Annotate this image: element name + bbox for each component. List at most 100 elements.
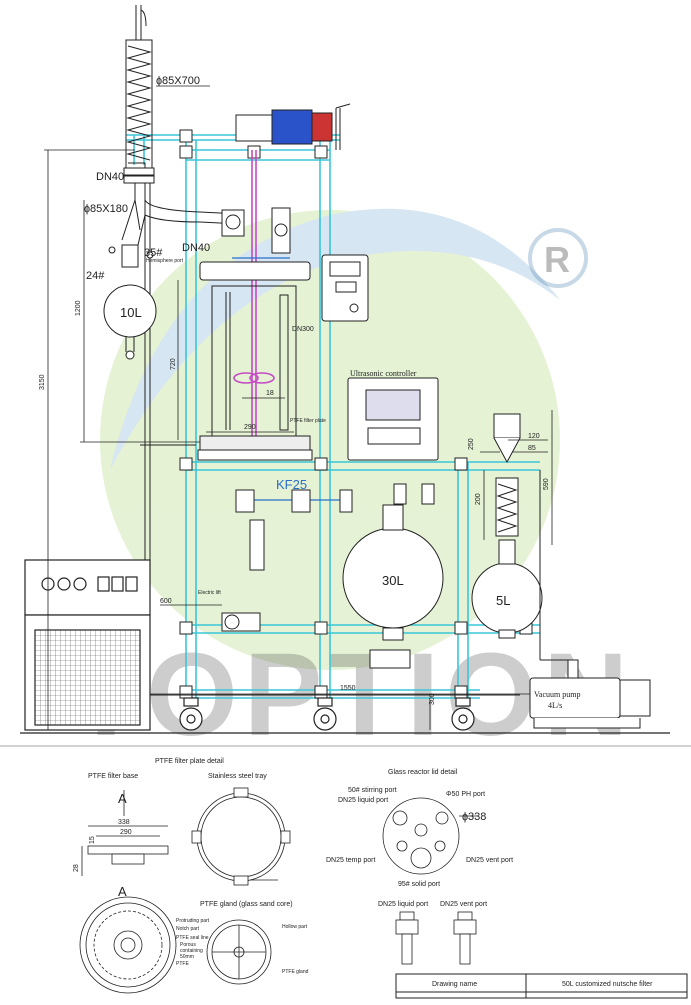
dim-15-label: 15: [89, 836, 96, 844]
dn25-vent-port-bottom-label: DN25 vent port: [440, 901, 487, 908]
chiller-dial: [57, 577, 71, 591]
frame-clamps: [179, 129, 533, 699]
receiving-flask-5l: [471, 413, 543, 639]
title-block: [395, 973, 688, 999]
ptfe-plate-detail-title: PTFE filter plate detail: [155, 758, 224, 765]
stirrer-motor: [235, 103, 351, 150]
caster-wheel: [451, 697, 475, 731]
ultrasonic-controller: [347, 377, 439, 461]
chiller-grille: [34, 629, 141, 726]
clamp: [454, 621, 468, 635]
coil-condenser: [121, 5, 241, 246]
casters: [179, 697, 475, 731]
port-24-label: 24#: [86, 270, 105, 282]
dim-290-detail-label: 290: [120, 829, 132, 836]
filter-base-section: [81, 825, 169, 876]
filter-flange: [197, 449, 313, 461]
stirring-port-label: 50# stirring port: [348, 787, 397, 794]
dim-338-label: 338: [118, 819, 130, 826]
kf25-label: KF25: [276, 477, 307, 492]
reactor-vessel: [197, 207, 313, 461]
electric-lift-label: Electric lift: [198, 590, 221, 596]
height-1200-label: 1200: [75, 300, 82, 316]
gland-title: PTFE gland (glass sand core): [200, 901, 293, 908]
reactor-bottom-valves: [221, 489, 353, 632]
dim-600-label: 600: [160, 598, 172, 605]
condenser-joint-label: DN40: [96, 171, 124, 183]
dim-18-label: 18: [266, 390, 274, 397]
section-a-bottom: A: [118, 884, 127, 899]
filter-base-plan: [79, 896, 177, 994]
ptfe-gland-label: PTFE gland: [282, 969, 309, 975]
vapor-pipe: [134, 199, 241, 231]
dimension-lines: [44, 149, 553, 730]
dim-200-label: 200: [475, 493, 482, 505]
condenser-coil: [126, 45, 152, 161]
clamp: [179, 457, 193, 471]
clamp: [314, 145, 328, 159]
clamp: [314, 457, 328, 471]
ptfe-plate: [199, 435, 311, 451]
chiller-switch: [111, 576, 124, 592]
dn25-temp-port-label: DN25 temp port: [326, 857, 375, 864]
height-720-label: 720: [170, 358, 177, 370]
clamp: [454, 685, 468, 699]
vacuum-pump-label: Vacuum pump: [534, 690, 580, 699]
clamp: [179, 685, 193, 699]
dim-300-label: 300: [429, 693, 436, 705]
lid-detail-title: Glass reactor lid detail: [388, 769, 458, 776]
impeller: [249, 372, 275, 384]
vessel-dn300-label: DN300: [292, 326, 314, 333]
dim-590-label: 590: [543, 478, 550, 490]
dim-1550-label: 1550: [340, 685, 356, 692]
receiving-flask-30l: [342, 483, 444, 669]
flask-30l-label: 30L: [382, 573, 404, 588]
funnel: [493, 413, 521, 439]
vessel-lid: [199, 261, 311, 281]
impeller: [233, 372, 259, 384]
registered-letter: R: [544, 239, 570, 280]
lid-diameter-label: ɸ338: [462, 811, 486, 823]
lift-wheel-icon: [224, 614, 240, 630]
condenser-size-label: ɸ85X700: [156, 75, 200, 87]
clamp: [179, 621, 193, 635]
gauge: [221, 209, 245, 237]
motor-body: [271, 109, 313, 145]
port-35-label: 35#: [144, 247, 163, 259]
solid-port-label: 95# solid port: [398, 881, 440, 888]
hemisphere-port-label: Hemisphere port: [146, 258, 184, 264]
dn25-port-valves: [395, 911, 477, 965]
clamp: [314, 621, 328, 635]
flange-dn40-label: DN40: [182, 242, 210, 254]
dn25-vent-port-right-label: DN25 vent port: [466, 857, 513, 864]
motor-gearbox: [235, 114, 273, 142]
chiller-dial: [73, 577, 87, 591]
notch-part-label: Notch part: [176, 926, 200, 932]
dim-290-label: 290: [244, 424, 256, 431]
clamp: [179, 129, 193, 143]
dn40-flange-valve: [271, 207, 291, 254]
caster-wheel: [179, 697, 203, 731]
motor-cap: [311, 112, 333, 142]
ph-port-label: Φ50 PH port: [446, 791, 485, 798]
flask-10l-body: [103, 284, 157, 338]
ptfe-label: PTFE: [176, 961, 189, 967]
clamp: [179, 145, 193, 159]
tray-title: Stainless steel tray: [208, 773, 267, 780]
caster-wheel: [313, 697, 337, 731]
dn25-liquid-port-top-label: DN25 liquid port: [338, 797, 388, 804]
dip-tube: [279, 294, 289, 431]
vacuum-pump: [529, 659, 651, 729]
drawing-name-label: Drawing name: [432, 981, 477, 988]
mesh-label-2: containing: [180, 948, 203, 954]
mesh-label-3: 50mm: [180, 954, 194, 960]
stirrer-shaft: [233, 150, 275, 440]
hollow-part-label: Hollow part: [282, 924, 308, 930]
dim-85-label: 85: [528, 445, 536, 452]
dim-120-label: 120: [528, 433, 540, 440]
registered-mark: R: [528, 228, 588, 288]
height-3150-label: 3150: [39, 374, 46, 390]
dim-250-label: 250: [468, 438, 475, 450]
flask-10l-label: 10L: [120, 305, 142, 320]
